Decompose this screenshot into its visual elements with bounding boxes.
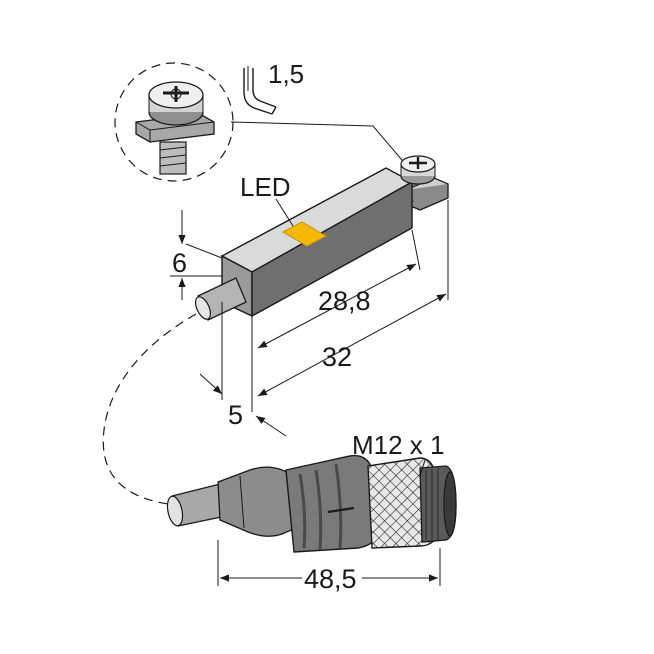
dimension-total-length-label: 32 xyxy=(322,342,352,372)
sensor-cable xyxy=(194,277,247,321)
hex-key-size-label: 1,5 xyxy=(268,59,304,89)
led-indicator xyxy=(281,221,328,247)
screw-detail xyxy=(114,62,234,182)
sensor-body xyxy=(220,167,449,318)
dimension-connector-length-label: 48,5 xyxy=(304,564,357,594)
thread-label: M12 x 1 xyxy=(352,430,445,460)
led-leader-line xyxy=(275,198,294,227)
dimension-lines xyxy=(170,200,449,586)
mounting-screw xyxy=(400,155,436,185)
dimension-height-label: 6 xyxy=(172,248,187,278)
dimension-offset-label: 5 xyxy=(228,400,243,430)
m12-connector xyxy=(166,454,457,553)
hex-key-icon xyxy=(243,66,277,115)
led-label: LED xyxy=(240,172,291,202)
cable-dashed-line xyxy=(102,313,197,506)
dimension-inner-length-label: 28,8 xyxy=(318,286,371,316)
thread-leader-line xyxy=(419,459,426,477)
detail-leader-line xyxy=(230,121,408,167)
